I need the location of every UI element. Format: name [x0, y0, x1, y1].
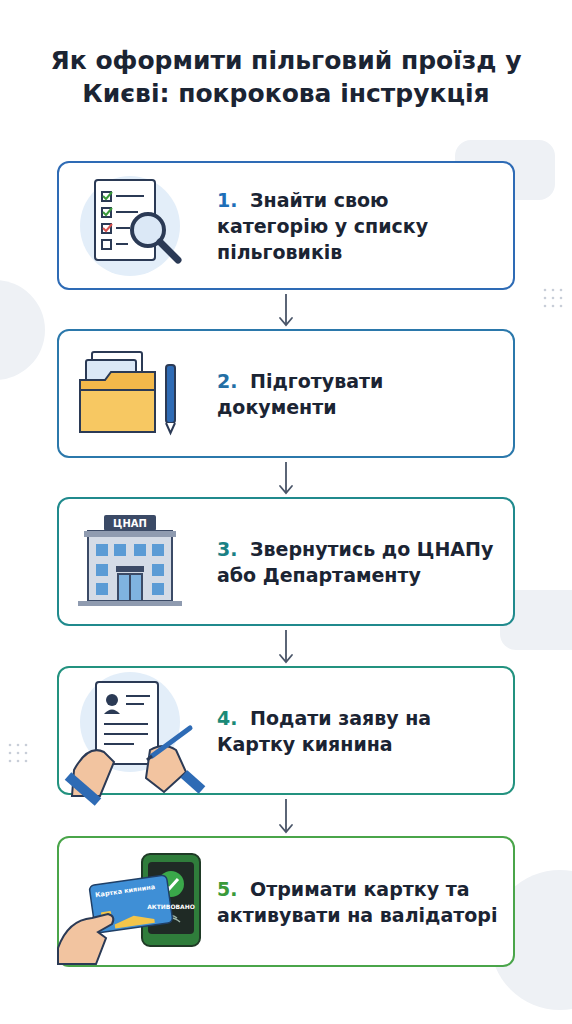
step-number: 1. — [217, 189, 237, 211]
icon-label: АКТИВОВАНО — [147, 903, 195, 910]
step-label: Знайти свою категорію у списку пільговик… — [217, 189, 428, 263]
flow-arrow — [280, 462, 292, 493]
step-box: 2. Підготувати документи — [57, 329, 515, 458]
flow-arrow — [280, 294, 292, 325]
step-label: Підготувати документи — [217, 370, 383, 418]
step-number: 4. — [217, 707, 237, 729]
diagram-title: Як оформити пільговий проїзд у Києві: по… — [20, 44, 552, 110]
icon-label: ЦНАП — [113, 518, 147, 529]
step-label: Подати заяву на Картку киянина — [217, 707, 431, 755]
step-text: 2. Підготувати документи — [217, 368, 501, 420]
step-number: 2. — [217, 370, 237, 392]
step-box: 1. Знайти свою категорію у списку пільго… — [57, 161, 515, 290]
step-number: 3. — [217, 538, 237, 560]
step-text: 1. Знайти свою категорію у списку пільго… — [217, 187, 501, 265]
step-number: 5. — [217, 878, 237, 900]
step-label: Звернутись до ЦНАПу або Департаменту — [217, 538, 493, 586]
step-text: 4. Подати заяву на Картку киянина — [217, 705, 501, 757]
step-box: 3. Звернутись до ЦНАПу або Департаменту — [57, 497, 515, 626]
step-box: 5. Отримати картку та активувати на валі… — [57, 836, 515, 967]
step-box: 4. Подати заяву на Картку киянина — [57, 666, 515, 795]
flow-arrow — [280, 630, 292, 662]
flow-arrow — [280, 799, 292, 832]
step-text: 5. Отримати картку та активувати на валі… — [217, 876, 501, 928]
step-label: Отримати картку та активувати на валідат… — [217, 878, 497, 926]
step-text: 3. Звернутись до ЦНАПу або Департаменту — [217, 536, 501, 588]
